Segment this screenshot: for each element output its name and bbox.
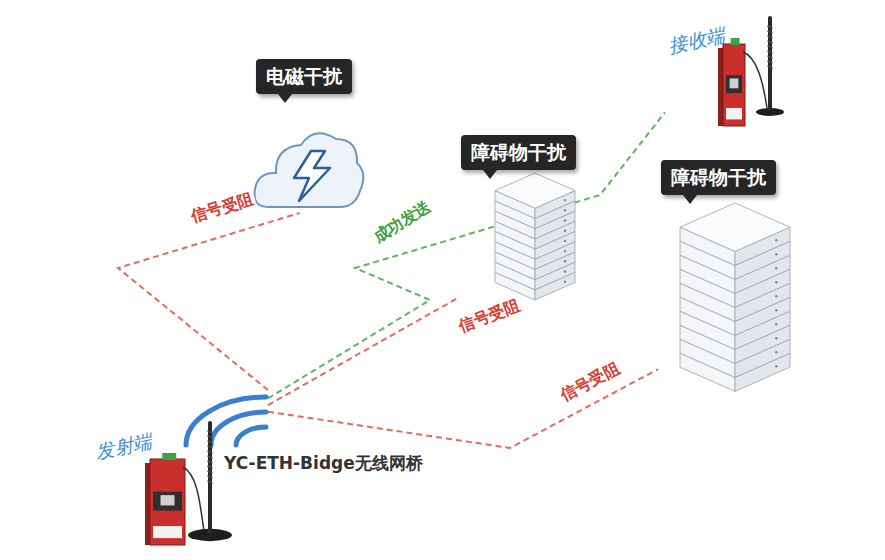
dashed-signal-line	[268, 298, 458, 405]
product-name: YC-ETH-Bidge无线网桥	[222, 452, 425, 475]
antenna-coil	[767, 51, 773, 53]
device-body	[150, 459, 185, 545]
interference-group: 障碍物干扰	[458, 133, 592, 303]
interference-group: 电磁干扰	[248, 55, 368, 213]
station-label: 发射端	[93, 428, 154, 465]
callout-box: 障碍物干扰	[661, 160, 776, 195]
antenna-coil	[767, 56, 773, 58]
antenna-coil	[207, 476, 213, 478]
server-top-face	[495, 173, 575, 208]
server-led	[775, 323, 777, 325]
edge-label: 信号受阻	[187, 188, 258, 226]
signal-waves	[186, 397, 266, 445]
antenna-coil	[767, 61, 773, 63]
router-device	[718, 38, 745, 126]
router-device	[145, 453, 185, 545]
antenna-cable	[743, 52, 767, 108]
bridge-station: 接收端	[665, 12, 780, 130]
antenna-coil	[207, 461, 213, 463]
antenna-coil	[207, 431, 213, 433]
antenna	[188, 423, 232, 541]
antenna-coil	[767, 66, 773, 68]
antenna-coil	[767, 41, 773, 43]
server-led	[564, 281, 566, 283]
antenna-coil	[207, 446, 213, 448]
antenna-coil	[207, 481, 213, 483]
server-led	[564, 199, 566, 201]
server-led	[775, 267, 777, 269]
antenna-coil	[207, 456, 213, 458]
callout-pointer	[483, 170, 497, 179]
device-terminal	[731, 38, 740, 45]
antenna-rod	[768, 18, 772, 109]
server-led	[564, 230, 566, 232]
antenna-coil	[207, 451, 213, 453]
cloud	[255, 133, 364, 207]
server-led	[564, 270, 566, 272]
edge-label: 成功发送	[368, 195, 436, 247]
antenna-coil	[207, 436, 213, 438]
antenna-coil	[767, 26, 773, 28]
server-led	[564, 219, 566, 221]
server-led	[775, 365, 777, 367]
signal-arc	[236, 427, 266, 445]
lightning-bolt	[294, 151, 330, 201]
server-stack	[680, 203, 790, 391]
antenna-coil	[207, 441, 213, 443]
server-led	[775, 295, 777, 297]
signal-arc	[186, 397, 266, 445]
server-led	[775, 337, 777, 339]
server-led	[775, 253, 777, 255]
server-led	[564, 240, 566, 242]
signal-arc	[211, 412, 266, 445]
device-terminal	[162, 453, 176, 460]
callout-text: 障碍物干扰	[671, 166, 766, 188]
server-led	[775, 309, 777, 311]
server-led	[775, 281, 777, 283]
antenna-rod	[208, 423, 212, 532]
device-port	[161, 495, 175, 505]
device-panel	[153, 492, 182, 511]
callout-pointer	[683, 195, 697, 204]
antenna-coil	[207, 471, 213, 473]
server-stack	[495, 173, 575, 300]
callout-box: 障碍物干扰	[461, 135, 576, 170]
antenna-coil	[767, 46, 773, 48]
edge-label: 信号受阻	[454, 295, 524, 336]
callout-pointer	[278, 94, 292, 103]
device-panel	[726, 75, 742, 93]
callout-text: 电磁干扰	[266, 65, 342, 87]
antenna-coil	[207, 466, 213, 468]
antenna-coil	[767, 31, 773, 33]
antenna	[756, 18, 784, 116]
callout-box: 电磁干扰	[256, 59, 352, 94]
callout-text: 障碍物干扰	[471, 141, 566, 163]
device-sticker	[726, 108, 742, 119]
antenna-coil	[767, 36, 773, 38]
device-sticker	[153, 526, 182, 538]
server-led	[564, 250, 566, 252]
antenna-cable	[183, 467, 204, 531]
server-led	[775, 239, 777, 241]
server-led	[775, 351, 777, 353]
device-port	[730, 78, 739, 88]
edge-label: 信号受阻	[555, 358, 624, 406]
dashed-signal-line	[118, 213, 300, 390]
server-led	[564, 209, 566, 211]
device-body	[723, 44, 745, 126]
interference-group: 障碍物干扰	[658, 158, 795, 398]
server-led	[564, 260, 566, 262]
server-top-face	[680, 203, 790, 251]
